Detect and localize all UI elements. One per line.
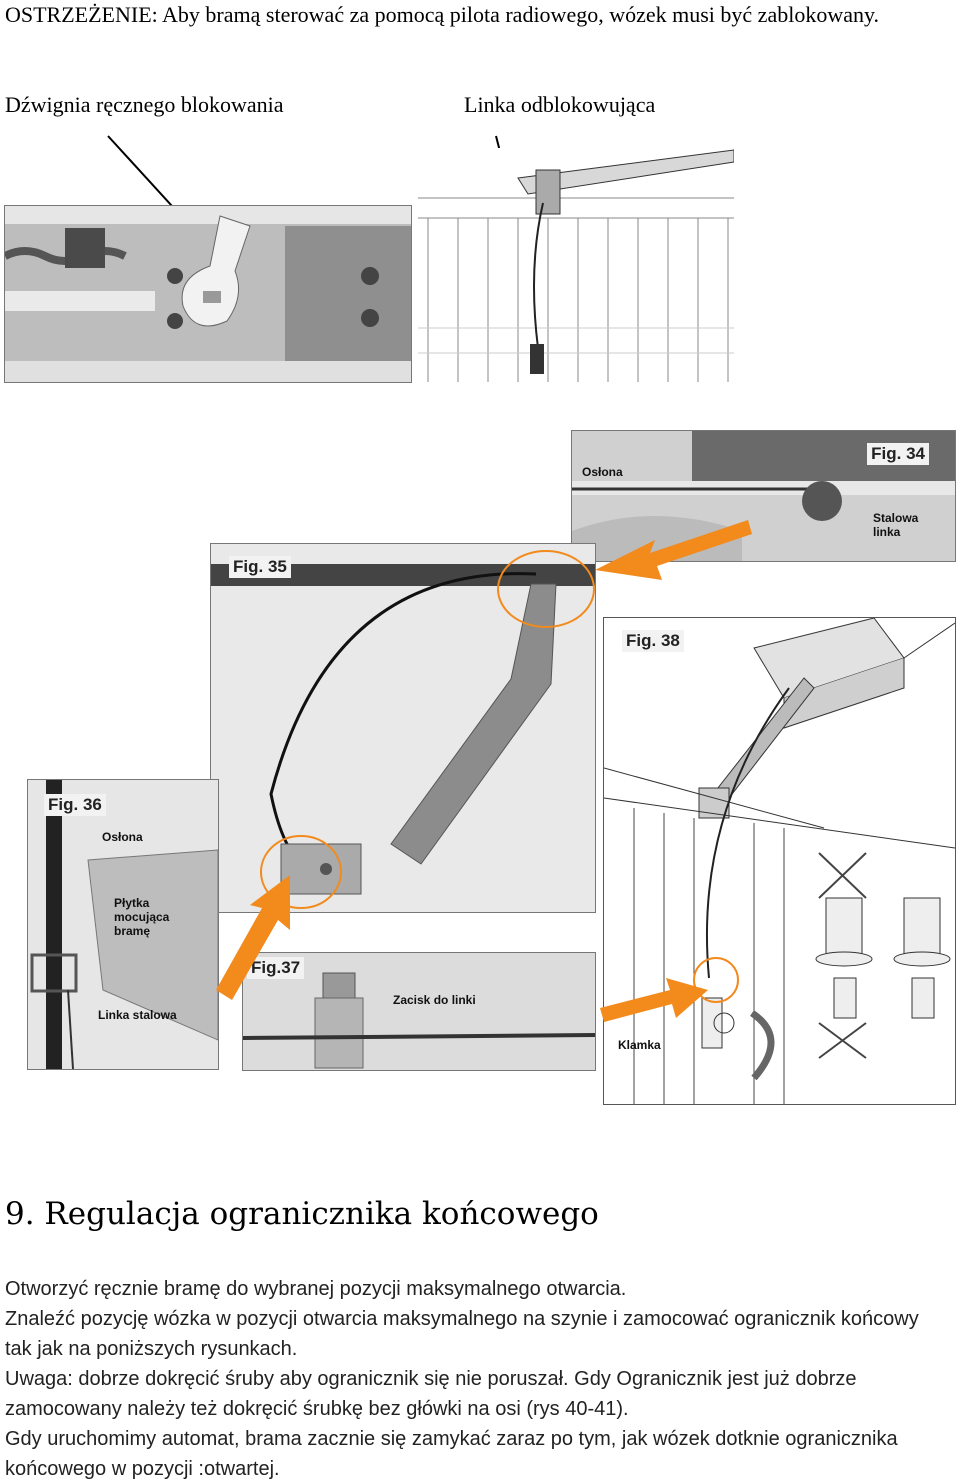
fig-34-oslona-label: Osłona — [582, 465, 623, 479]
paragraph-1: Otworzyć ręcznie bramę do wybranej pozyc… — [5, 1278, 627, 1300]
paragraph-2: Znaleźć pozycję wózka w pozycji otwarcia… — [5, 1308, 919, 1360]
fig-38-drawing: Fig. 38 Klamka — [603, 617, 956, 1105]
orange-arrow-fig34 — [595, 520, 752, 580]
fig-36-mounting-plate-label: Płytka mocująca bramę — [114, 896, 170, 938]
fig-34-label: Fig. 34 — [867, 443, 929, 465]
fig-37-label: Fig.37 — [247, 957, 305, 979]
orange-arrow-fig38 — [600, 978, 708, 1022]
fig-37-cable-clamp-label: Zacisk do linki — [393, 993, 476, 1007]
caption-manual-lock-lever: Dźwignia ręcznego blokowania — [5, 92, 284, 117]
section-title: 9. Regulacja ogranicznika końcowego — [5, 1196, 599, 1232]
fig-35-label: Fig. 35 — [229, 556, 291, 578]
fig-38-handle-label: Klamka — [618, 1038, 661, 1052]
fig-36-photo: Fig. 36 Osłona Płytka mocująca bramę Lin… — [27, 779, 219, 1070]
paragraph-4: Gdy uruchomimy automat, brama zacznie si… — [5, 1428, 898, 1480]
fig-36-steel-cable-label: Linka stalowa — [98, 1008, 177, 1022]
fig-35-photo: Fig. 35 — [210, 543, 596, 913]
fig-37-photo: Fig.37 Zacisk do linki — [242, 952, 596, 1071]
orange-arrow-fig35 — [216, 875, 290, 1000]
orange-callout-arrows — [216, 520, 752, 1022]
warning-text: OSTRZEŻENIE: Aby bramą sterować za pomoc… — [5, 2, 880, 27]
fig-36-label: Fig. 36 — [44, 794, 106, 816]
fig-34-photo: Fig. 34 Osłona Stalowa linka — [571, 430, 956, 562]
fig-34-steel-cable-label: Stalowa linka — [873, 511, 919, 539]
paragraph-3: Uwaga: dobrze dokręcić śruby aby ogranic… — [5, 1368, 857, 1420]
fig-36-oslona-label: Osłona — [102, 830, 143, 844]
release-cable-drawing — [418, 148, 735, 382]
caption-release-cable: Linka odblokowująca — [464, 92, 656, 117]
lever-photo — [4, 205, 412, 383]
fig-38-label: Fig. 38 — [622, 630, 684, 652]
